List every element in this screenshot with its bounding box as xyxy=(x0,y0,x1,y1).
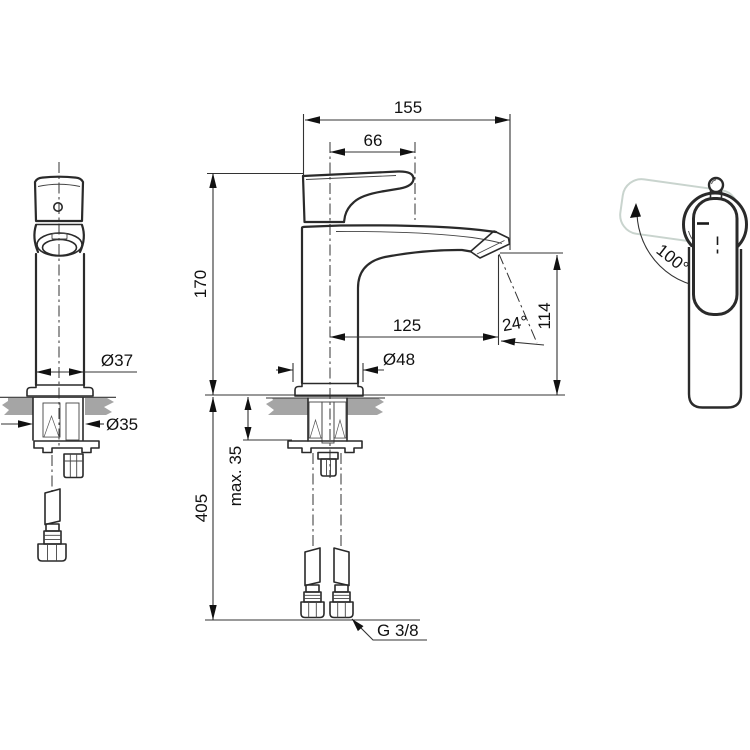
dim-base-diameter-label: Ø48 xyxy=(383,350,415,369)
dim-max-deck-thickness: max. 35 xyxy=(226,397,252,506)
dim-outlet-height: 114 xyxy=(535,255,561,395)
supply-hose-front xyxy=(37,488,67,562)
dim-body-diameter-label: Ø37 xyxy=(101,351,133,370)
dim-total-depth-label: 155 xyxy=(394,98,422,117)
dim-outlet-height-label: 114 xyxy=(535,302,554,329)
swivel-arc-arrow-up xyxy=(630,203,641,218)
dim-hose-thread-label: G 3/8 xyxy=(377,621,419,640)
lever-side xyxy=(301,170,415,224)
mounting-bracket-side xyxy=(287,440,363,454)
mounting-side xyxy=(287,397,363,477)
base-flange-side xyxy=(294,382,364,397)
aerator-cap-line xyxy=(476,240,505,255)
dim-stream-angle-label: 24° xyxy=(501,312,530,335)
hose-braid-right xyxy=(333,547,350,587)
hose-collar xyxy=(45,523,60,532)
hose-nut-left xyxy=(300,601,325,619)
dim-spout-reach: 125 xyxy=(330,316,498,341)
wedge-notch-left xyxy=(309,418,322,439)
handle-front xyxy=(33,175,85,223)
countertop-slab-right xyxy=(85,398,114,415)
dim-stream-angle: 24° xyxy=(501,312,545,346)
side-view: 155 66 170 405 max. 35 xyxy=(191,98,565,641)
stud-nut-side xyxy=(320,458,337,477)
hose-braid-left xyxy=(304,547,321,587)
dim-base-diameter: Ø48 xyxy=(276,350,415,374)
hose-braid xyxy=(44,488,61,526)
dim-hose-thread: G 3/8 xyxy=(351,618,427,641)
dim-below-deck-height-label: 405 xyxy=(192,494,211,522)
hose-nut-right xyxy=(329,601,354,619)
countertop-slab-left xyxy=(2,398,33,415)
spout-head-right xyxy=(78,223,85,254)
body-right-and-spout-underside xyxy=(356,248,473,385)
dim-height-above-deck-label: 170 xyxy=(191,270,210,298)
hose-collar-right xyxy=(334,584,349,593)
body-left-and-spout-top xyxy=(300,224,498,385)
faucet-front xyxy=(26,175,94,397)
countertop-side xyxy=(266,397,385,415)
lever-top-view xyxy=(692,197,739,316)
spout-head-left xyxy=(33,223,40,254)
countertop-front xyxy=(0,396,116,415)
supply-hoses-side xyxy=(300,547,354,619)
dim-below-deck-height: 405 xyxy=(192,397,217,620)
wedge-notch-right xyxy=(334,418,346,439)
knob-detail-arc xyxy=(711,179,717,185)
stud-nut-front xyxy=(63,453,84,479)
threaded-stud xyxy=(321,401,335,444)
spout-contour-line xyxy=(335,231,503,244)
dim-body-diameter: Ø37 xyxy=(36,351,137,376)
stud-nut-collar xyxy=(317,451,339,460)
dim-max-deck-thickness-label: max. 35 xyxy=(226,446,245,506)
dim-lever-length: 66 xyxy=(330,131,415,156)
top-view: 100° xyxy=(619,176,748,409)
dim-height-above-deck: 170 xyxy=(191,173,217,395)
mounting-bracket-front xyxy=(33,440,100,454)
aerator-screen xyxy=(41,238,78,257)
threaded-stud xyxy=(65,402,80,441)
handle-indicator-dot xyxy=(52,202,63,213)
countertop-slab-left xyxy=(266,398,308,415)
dim-hole-diameter: Ø35 xyxy=(1,415,138,434)
hose-collar-left xyxy=(305,584,320,593)
hose-rings xyxy=(43,530,62,545)
dim-swivel-angle-label: 100° xyxy=(653,240,692,277)
hose-rings-left xyxy=(303,591,322,603)
clamp-wedge-notch xyxy=(43,414,60,438)
base-flange-front xyxy=(26,384,94,397)
mounting-front xyxy=(32,397,100,479)
countertop-slab-right xyxy=(347,398,384,415)
handle-rim-line xyxy=(37,183,81,187)
aerator-cap xyxy=(469,230,511,259)
lever-back-edge xyxy=(301,174,346,224)
faucet-side xyxy=(294,170,511,397)
front-view: Ø37 Ø35 xyxy=(0,162,138,562)
dim-total-depth: 155 xyxy=(305,98,510,124)
lever-top-line xyxy=(305,175,397,180)
dim-hole-diameter-label: Ø35 xyxy=(106,415,138,434)
dim-spout-reach-label: 125 xyxy=(393,316,421,335)
hose-rings-right xyxy=(332,591,351,603)
stream-angle-line xyxy=(498,253,538,344)
hose-nut xyxy=(37,543,67,562)
dim-lever-length-label: 66 xyxy=(364,131,383,150)
aerator-tab xyxy=(51,233,68,240)
